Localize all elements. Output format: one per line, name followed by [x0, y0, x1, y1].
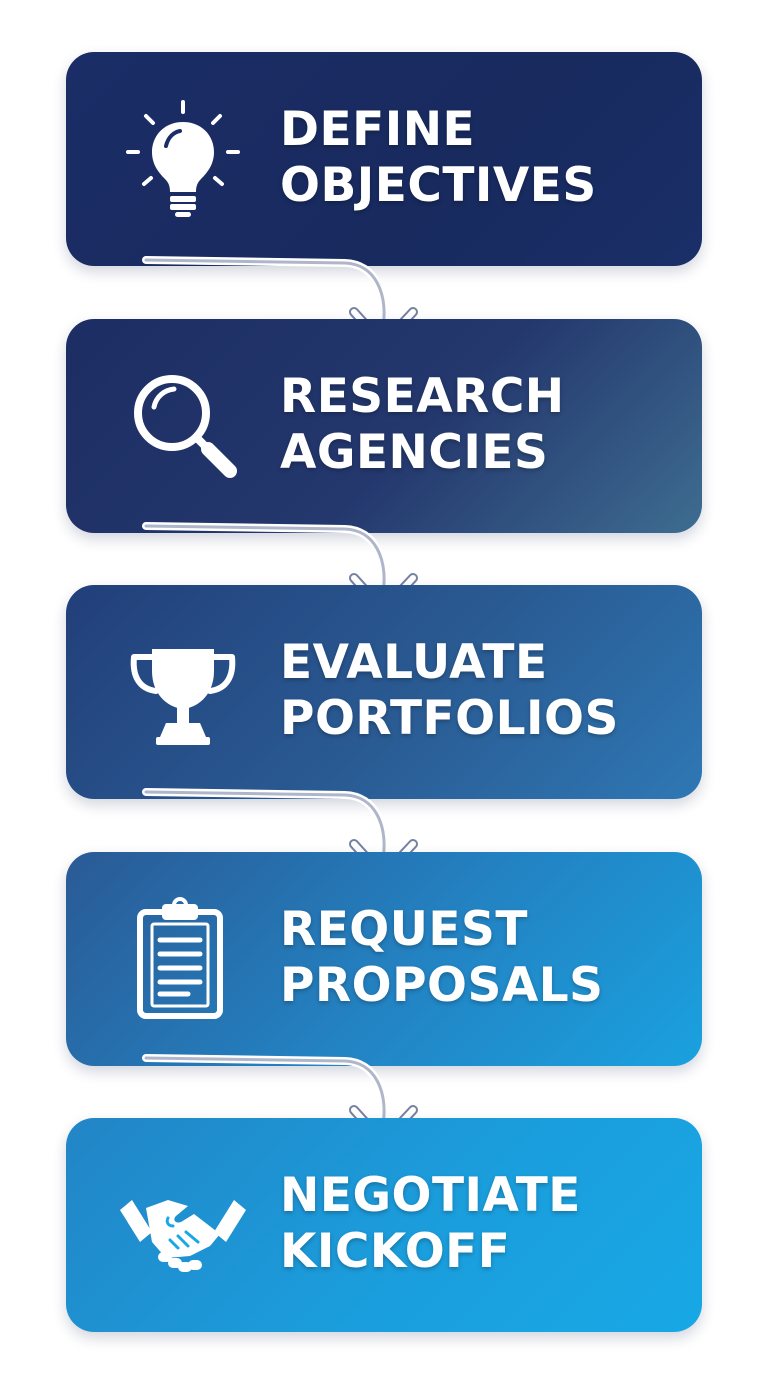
step-title-line-2: OBJECTIVES: [280, 158, 597, 213]
lightbulb-icon: [118, 94, 248, 224]
step-title: RESEARCH AGENCIES: [280, 369, 690, 481]
step-card-define-objectives: DEFINE OBJECTIVES: [66, 52, 702, 266]
step-title: NEGOTIATE KICKOFF: [280, 1168, 690, 1280]
step-card-negotiate-kickoff: NEGOTIATE KICKOFF: [66, 1118, 702, 1332]
step-title: DEFINE OBJECTIVES: [280, 102, 690, 214]
step-title: EVALUATE PORTFOLIOS: [280, 635, 690, 747]
magnifier-icon: [118, 361, 248, 491]
step-title: REQUEST PROPOSALS: [280, 902, 690, 1014]
step-card-request-proposals: REQUEST PROPOSALS: [66, 852, 702, 1066]
step-title-line-1: RESEARCH: [280, 369, 565, 424]
step-card-research-agencies: RESEARCH AGENCIES: [66, 319, 702, 533]
step-title-line-1: EVALUATE: [280, 635, 548, 690]
step-title-line-2: KICKOFF: [280, 1224, 511, 1279]
step-card-evaluate-portfolios: EVALUATE PORTFOLIOS: [66, 585, 702, 799]
step-title-line-1: REQUEST: [280, 902, 528, 957]
step-title-line-2: PROPOSALS: [280, 958, 604, 1013]
step-title-line-2: PORTFOLIOS: [280, 691, 619, 746]
step-title-line-2: AGENCIES: [280, 425, 549, 480]
trophy-icon: [118, 627, 248, 757]
step-title-line-1: NEGOTIATE: [280, 1168, 581, 1223]
handshake-icon: [118, 1160, 248, 1290]
clipboard-icon: [118, 894, 248, 1024]
step-title-line-1: DEFINE: [280, 102, 476, 157]
